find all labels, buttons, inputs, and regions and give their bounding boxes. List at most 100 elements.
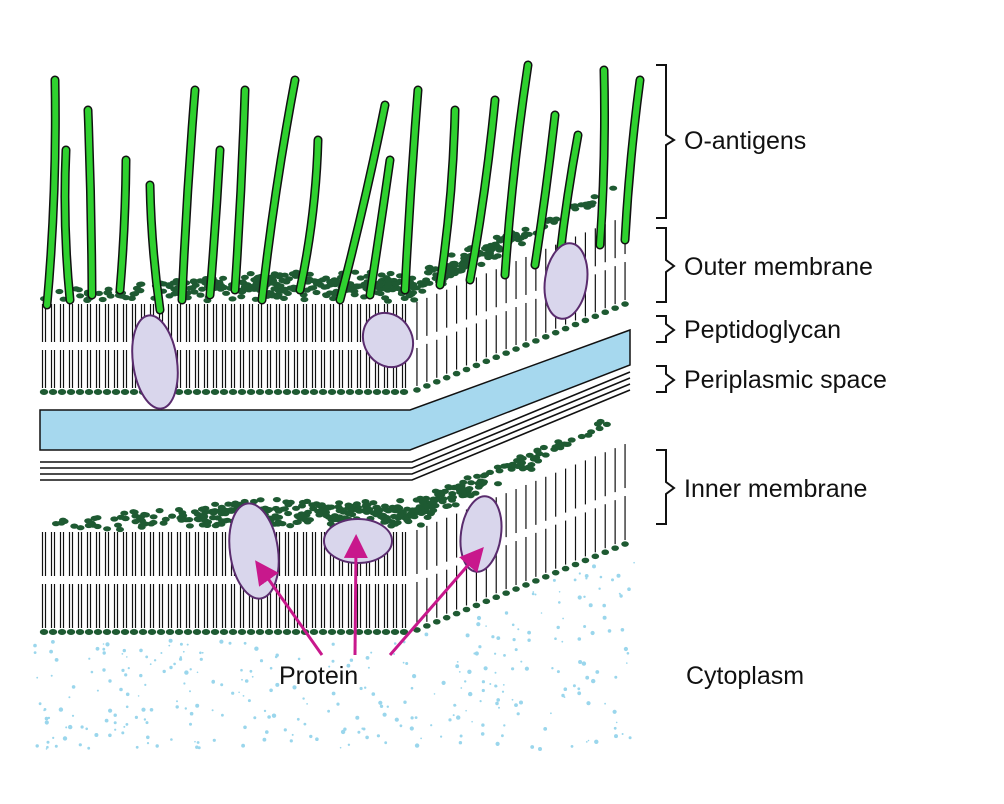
cytoplasm-dot [168,644,171,647]
outer-head-group [300,389,310,395]
cytoplasm-dot [331,642,335,646]
cytoplasm-dot [424,632,429,637]
cytoplasm-dot [527,630,531,635]
outer-head-group [442,374,451,381]
inner-head-group [185,517,194,523]
cytoplasm-dot [465,709,467,712]
outer-head-group [300,296,309,303]
cytoplasm-dot [520,660,523,663]
cytoplasm-dot [269,688,273,693]
bracket-inner-membrane [656,449,676,525]
cytoplasm-dot [452,714,455,717]
cytoplasm-dot [173,662,176,666]
cytoplasm-dot [267,715,271,719]
outer-head-group [424,265,433,271]
cytoplasm-dot [595,670,600,674]
outer-head-group [502,350,510,356]
inner-head-group [339,509,348,515]
cytoplasm-dot [271,713,277,718]
protein-outer-middle [361,311,415,369]
cytoplasm-dot [458,671,461,673]
o-antigen-chain [179,87,198,303]
inner-head-group [451,502,460,508]
outer-head-group [252,282,260,288]
outer-head-group [246,286,254,292]
cytoplasm-dot [633,561,635,564]
outer-head-group [186,285,195,291]
inner-head-group [444,484,453,490]
cytoplasm-dot [35,744,39,748]
inner-head-group [237,629,247,635]
inner-head-group [551,569,560,576]
inner-head-group [577,433,586,440]
peptidoglycan-layer [39,328,631,481]
inner-head-group [282,629,292,635]
cytoplasm-dot [169,665,173,670]
inner-head-group [318,629,328,635]
cytoplasm-dot [503,654,506,657]
cytoplasm-dot [543,727,548,731]
inner-head-group [423,514,432,521]
inner-head-group [309,506,318,512]
cytoplasm-dot [498,706,500,709]
cytoplasm-dot [614,675,618,679]
inner-head-group [363,502,372,508]
o-antigen-chain [117,157,129,293]
cytoplasm-dot [33,651,37,654]
protein-pointer-arrows [255,534,484,656]
inner-head-group [66,629,76,635]
cytoplasm-dot [196,671,199,674]
cytoplasm-dot [238,691,240,694]
inner-head-group [472,602,481,609]
cytoplasm-dot [196,741,200,744]
inner-head-group [76,525,85,531]
inner-head-group [84,629,94,635]
inner-head-group [256,497,265,503]
inner-head-group [327,504,336,510]
inner-head-group [229,501,238,508]
outer-head-group [329,295,338,302]
cytoplasm-dot [511,698,514,701]
outer-head-group [219,275,228,281]
cytoplasm-dot [265,730,269,734]
cytoplasm-dot [503,724,506,727]
outer-head-group [303,287,311,293]
cytoplasm-dot [414,743,420,748]
cytoplasm-dot [468,691,473,697]
inner-head-group [529,456,538,462]
inner-head-group [198,522,207,528]
label-inner-membrane: Inner membrane [684,475,868,503]
cytoplasm-dot [455,664,460,669]
cytoplasm-dot [365,735,369,740]
cytoplasm-dot [403,700,407,704]
cytoplasm-dot [141,707,146,712]
outer-head-group [318,389,328,395]
cytoplasm-dot [476,622,481,627]
cytoplasm-dot [602,615,607,620]
inner-head-group [210,629,220,635]
cytoplasm-dot [189,690,191,693]
protein-outer-right [543,242,589,320]
outer-head-group [189,279,198,285]
outer-head-group [201,389,211,395]
outer-head-group [55,288,64,295]
inner-head-group [345,629,355,635]
cytoplasm-dot [585,675,590,680]
cytoplasm-dot [531,592,535,596]
cytoplasm-dot [102,647,106,651]
cytoplasm-dot [302,697,305,700]
cytoplasm-dot [54,658,59,662]
inner-head-group [185,523,194,529]
cytoplasm-dot [376,734,380,738]
outer-head-group [246,271,255,277]
inner-head-group [463,475,472,481]
o-antigen-chain [502,62,531,278]
cytoplasm-dot [441,680,446,686]
cytoplasm-dot [297,657,301,661]
outer-head-group [350,292,359,298]
cytoplasm-dot [102,643,105,645]
cytoplasm-dot [594,739,599,744]
inner-head-group [554,439,563,445]
inner-head-group [492,594,501,601]
cytoplasm-dot [145,721,149,725]
